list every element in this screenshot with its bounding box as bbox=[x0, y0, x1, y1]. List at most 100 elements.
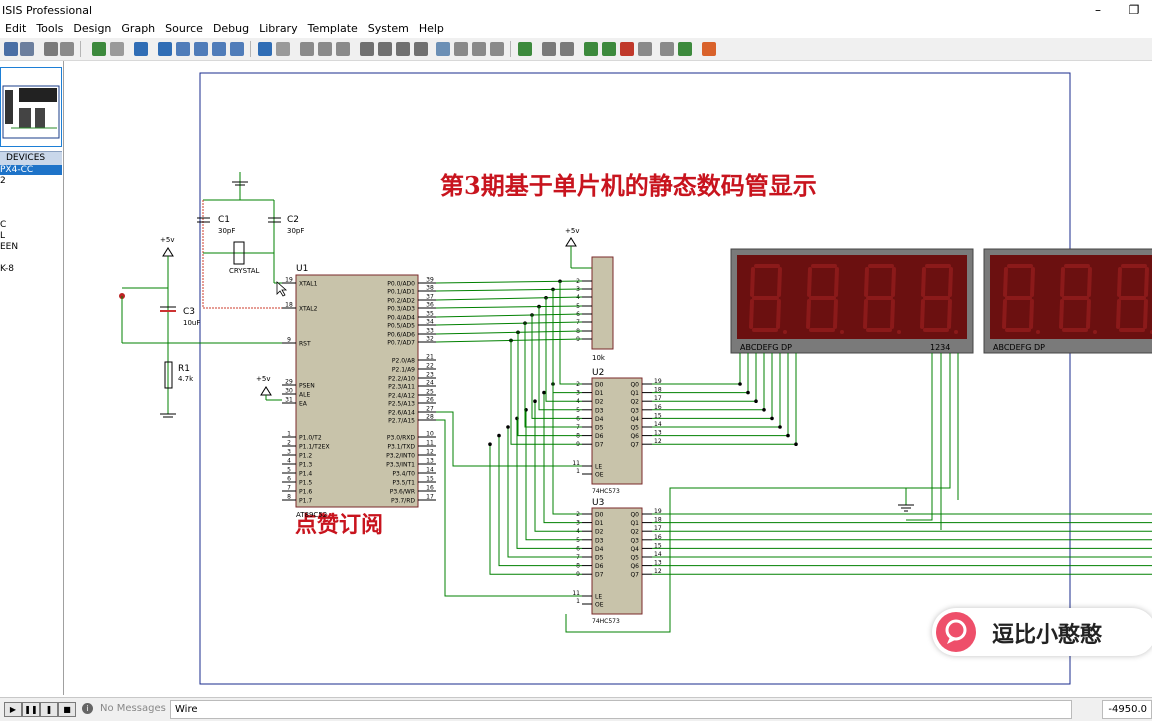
wire-autorouter-icon[interactable] bbox=[518, 42, 532, 56]
menu-library[interactable]: Library bbox=[259, 22, 298, 35]
play-button[interactable]: ▶ bbox=[4, 702, 22, 717]
zoom-out-icon[interactable] bbox=[194, 42, 208, 56]
origin-icon[interactable] bbox=[134, 42, 148, 56]
pan-icon[interactable] bbox=[158, 42, 172, 56]
minimize-button[interactable]: – bbox=[1095, 3, 1101, 17]
mcu-pin-number: 17 bbox=[426, 494, 434, 501]
u2-ref: U2 bbox=[592, 368, 604, 378]
devices-header: DEVICES bbox=[0, 151, 62, 165]
package-tool-icon[interactable] bbox=[472, 42, 486, 56]
segment bbox=[806, 299, 811, 329]
wire bbox=[565, 353, 951, 633]
new-icon[interactable] bbox=[4, 42, 18, 56]
pause-button[interactable]: ❚ bbox=[40, 702, 58, 717]
menu-debug[interactable]: Debug bbox=[212, 22, 250, 35]
cut-icon[interactable] bbox=[300, 42, 314, 56]
device-item[interactable]: EEN bbox=[0, 242, 19, 252]
latch-pin-number: 18 bbox=[654, 387, 662, 394]
exit-parent-icon[interactable] bbox=[638, 42, 652, 56]
zoom-all-icon[interactable] bbox=[212, 42, 226, 56]
print-icon[interactable] bbox=[44, 42, 58, 56]
netlist-icon[interactable] bbox=[678, 42, 692, 56]
menu-bar: Edit Tools Design Graph Source Debug Lib… bbox=[0, 20, 1152, 37]
menu-help[interactable]: Help bbox=[418, 22, 444, 35]
open-icon[interactable] bbox=[20, 42, 34, 56]
latch-pin-name: Q1 bbox=[630, 520, 639, 527]
redo-icon[interactable] bbox=[276, 42, 290, 56]
decimal-point bbox=[1036, 330, 1040, 334]
junction bbox=[506, 425, 510, 429]
menu-system[interactable]: System bbox=[367, 22, 409, 35]
junction bbox=[794, 442, 798, 447]
add-sheet-icon[interactable] bbox=[602, 42, 616, 56]
overview-thumbnail bbox=[2, 85, 60, 139]
mcu-pin-number: 37 bbox=[426, 294, 434, 301]
stop-button[interactable]: ■ bbox=[58, 702, 76, 717]
menu-source[interactable]: Source bbox=[165, 22, 203, 35]
remove-sheet-icon[interactable] bbox=[620, 42, 634, 56]
oscillator-circuit[interactable]: C1 30pF C2 30pF CRYSTAL bbox=[197, 172, 304, 309]
menu-edit[interactable]: Edit bbox=[5, 22, 27, 35]
wire bbox=[652, 353, 789, 437]
device-item[interactable]: 2 bbox=[0, 176, 6, 186]
menu-tools[interactable]: Tools bbox=[36, 22, 64, 35]
undo-icon[interactable] bbox=[258, 42, 272, 56]
seven-segment-display-2[interactable]: ABCDEFG DP bbox=[983, 248, 1152, 354]
segment bbox=[1060, 267, 1065, 297]
paste-icon[interactable] bbox=[336, 42, 350, 56]
wire bbox=[559, 281, 582, 385]
mcu-pin-name: PSEN bbox=[299, 383, 315, 390]
device-item[interactable]: K-8 bbox=[0, 264, 14, 274]
zoom-in-icon[interactable] bbox=[176, 42, 190, 56]
c1-value: 30pF bbox=[218, 227, 235, 235]
print-area-icon[interactable] bbox=[60, 42, 74, 56]
zoom-area-icon[interactable] bbox=[230, 42, 244, 56]
device-item[interactable]: PX4-CC bbox=[0, 165, 62, 175]
refresh-icon[interactable] bbox=[92, 42, 106, 56]
pick-device-icon[interactable] bbox=[436, 42, 450, 56]
block-rotate-icon[interactable] bbox=[396, 42, 410, 56]
menu-template[interactable]: Template bbox=[307, 22, 358, 35]
mcu-pin-number: 35 bbox=[426, 311, 434, 318]
latch-pin-name: D7 bbox=[595, 572, 604, 579]
block-move-icon[interactable] bbox=[378, 42, 392, 56]
schematic-svg[interactable]: 第3期基于单片机的静态数码管显示 点赞订阅 C1 30pF C2 30pF CR… bbox=[65, 62, 1152, 695]
latch-pin-name: D4 bbox=[595, 416, 604, 423]
make-device-icon[interactable] bbox=[454, 42, 468, 56]
mcu-pin-number: 30 bbox=[285, 388, 293, 395]
menu-graph[interactable]: Graph bbox=[121, 22, 156, 35]
status-message-box: Wire bbox=[170, 700, 1072, 719]
property-tool-icon[interactable] bbox=[560, 42, 574, 56]
schematic-subtitle: 点赞订阅 bbox=[295, 512, 383, 538]
device-item[interactable]: C bbox=[0, 220, 7, 230]
overview-window[interactable] bbox=[0, 67, 62, 147]
ares-icon[interactable] bbox=[702, 42, 716, 56]
block-delete-icon[interactable] bbox=[414, 42, 428, 56]
grid-icon[interactable] bbox=[110, 42, 124, 56]
junction bbox=[497, 433, 501, 438]
menu-design[interactable]: Design bbox=[73, 22, 112, 35]
block-copy-icon[interactable] bbox=[360, 42, 374, 56]
search-icon[interactable] bbox=[542, 42, 556, 56]
latch-pin-name: D6 bbox=[595, 563, 604, 570]
decompose-icon[interactable] bbox=[490, 42, 504, 56]
u2-part: 74HC573 bbox=[592, 488, 620, 495]
maximize-button[interactable]: ❐ bbox=[1128, 3, 1140, 17]
bom-icon[interactable] bbox=[660, 42, 674, 56]
step-button[interactable]: ❚❚ bbox=[22, 702, 40, 717]
schematic-canvas[interactable]: 第3期基于单片机的静态数码管显示 点赞订阅 C1 30pF C2 30pF CR… bbox=[65, 62, 1152, 695]
seven-segment-display-1[interactable]: ABCDEFG DP 1234 bbox=[730, 248, 974, 354]
wire bbox=[652, 353, 797, 445]
reset-circuit[interactable]: +5v C3 10uF R1 4.7k +5v bbox=[119, 236, 282, 418]
latch-pin-number: 11 bbox=[572, 460, 580, 467]
device-item[interactable]: L bbox=[0, 231, 6, 241]
segment bbox=[1117, 267, 1122, 297]
mcu-u1[interactable]: U1 AT89C52 19XTAL118XTAL29RST29PSEN30ALE… bbox=[282, 264, 436, 519]
copy-icon[interactable] bbox=[318, 42, 332, 56]
new-sheet-icon[interactable] bbox=[584, 42, 598, 56]
latch-pin-name: LE bbox=[595, 594, 602, 601]
wire bbox=[652, 353, 781, 428]
